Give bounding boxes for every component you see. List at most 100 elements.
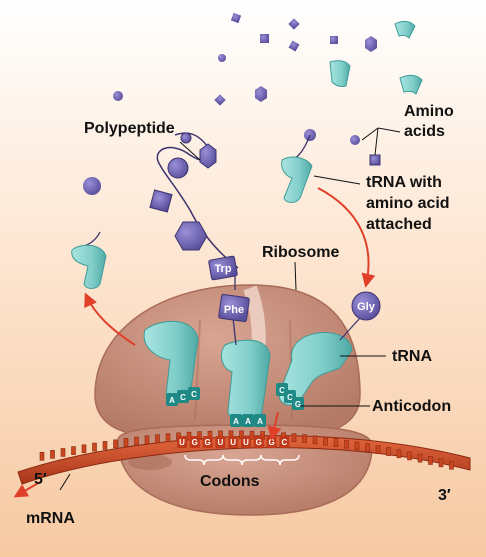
- amino-acid: [167, 157, 189, 179]
- leader-amino-acids-b: [374, 127, 379, 156]
- amino-acid: [330, 36, 338, 44]
- amino-acid: [255, 86, 267, 102]
- label-trna-attached-3: attached: [366, 216, 432, 233]
- codon-brace-3: [260, 454, 300, 466]
- mrna-base-stub: [291, 433, 297, 442]
- amino-acid-tag-phe: Phe: [218, 293, 250, 346]
- mrna-base-stub: [302, 434, 307, 443]
- anticodon-base: G: [295, 400, 301, 409]
- tag-label-phe: Phe: [224, 304, 244, 316]
- anticodon-base-box: [242, 414, 254, 427]
- leader-polypeptide: [179, 141, 201, 161]
- mrna-base-stub: [449, 460, 454, 470]
- polypeptide-chain: [149, 132, 239, 269]
- trna-incoming: [281, 134, 313, 203]
- codon-base-box: [253, 436, 264, 448]
- mrna-base-stub: [365, 443, 370, 452]
- anticodon-base: A: [245, 417, 251, 426]
- trna-departing: [71, 231, 107, 289]
- anticodon-base: C: [287, 393, 293, 402]
- codon-base: C: [282, 438, 288, 447]
- codon-base: G: [256, 438, 262, 447]
- mrna-base-stub: [102, 441, 108, 450]
- ribosome-bump: [128, 454, 172, 470]
- mrna-base-stub: [144, 435, 150, 445]
- amino-acid-tag-trp: Trp: [208, 255, 238, 290]
- mrna-base-stub: [134, 436, 139, 446]
- trna-small: [329, 60, 351, 87]
- free-trna-top: [329, 20, 423, 95]
- codon-base: U: [243, 438, 249, 447]
- label-amino-acids-1: Amino: [404, 103, 454, 120]
- label-trna: tRNA: [392, 348, 432, 365]
- anticodon-base: A: [257, 417, 263, 426]
- mrna-base-stub: [165, 433, 171, 442]
- codon-brace-2: [222, 454, 262, 466]
- anticodon-base: A: [233, 417, 239, 426]
- mrna-base-stub: [92, 442, 97, 452]
- trna-departing-body: [71, 244, 107, 289]
- mrna-base-stub: [155, 434, 160, 443]
- label-five-prime: 5′: [34, 471, 47, 488]
- trna-small: [394, 20, 416, 39]
- amino-acid: [365, 36, 377, 52]
- mrna-base-stub: [344, 439, 349, 449]
- mrna-base-stub: [123, 438, 129, 447]
- tag-label-gly: Gly: [357, 301, 376, 313]
- leader-amino-acids: [377, 127, 401, 133]
- leader-ribosome: [294, 261, 297, 291]
- anticodon-base-box: [177, 390, 189, 403]
- mrna-base-stub: [60, 448, 66, 457]
- mrna-base-stub: [438, 458, 444, 468]
- arrow-mrna-direction: [13, 481, 41, 498]
- amino-acid: [83, 177, 101, 195]
- anticodon-base-box: [188, 387, 200, 400]
- anticodon-base-box: [230, 414, 242, 427]
- label-ribosome: Ribosome: [262, 244, 339, 261]
- mrna-base-stub: [386, 447, 391, 456]
- label-polypeptide: Polypeptide: [84, 120, 175, 137]
- mrna-base-stub: [81, 444, 87, 454]
- label-trna-attached-2: amino acid: [366, 195, 450, 212]
- amino-acid: [230, 12, 242, 24]
- amino-acid: [260, 34, 269, 43]
- codon-base-box: [215, 436, 226, 448]
- arrow-trna-departing: [84, 292, 136, 346]
- codon-base-box: [279, 436, 290, 448]
- anticodon-base-box: [292, 397, 304, 410]
- mrna-base-stub: [428, 456, 433, 465]
- mrna-base-stub: [333, 438, 339, 447]
- codon-base: G: [268, 438, 274, 447]
- codon-base-box: [189, 436, 200, 448]
- mrna-base-stub: [375, 445, 381, 454]
- label-amino-acids-2: acids: [404, 123, 445, 140]
- anticodon-base-box: [166, 393, 178, 406]
- mrna-base-stub: [354, 441, 360, 451]
- amino-acid: [113, 91, 123, 101]
- mrna-base-stub: [71, 446, 76, 455]
- leader-trna-attached: [313, 175, 361, 185]
- arrow-anticodon-pairing: [267, 411, 282, 441]
- ribosome-groove: [194, 319, 201, 421]
- anticodon-base: C: [191, 390, 197, 399]
- amino-acid-tag-gly: Gly: [339, 291, 381, 341]
- tag-shape: [218, 293, 250, 323]
- trna-incoming-body: [281, 156, 313, 203]
- tag-link: [232, 317, 237, 346]
- codon-base: G: [192, 438, 198, 447]
- amino-acid: [369, 154, 381, 166]
- codon-brace-1: [184, 454, 224, 466]
- anticodon-base-box: [254, 414, 266, 427]
- amino-acid: [174, 221, 208, 251]
- mrna-base-stub: [50, 450, 55, 459]
- codon-base-box: [241, 436, 251, 448]
- amino-acid: [149, 189, 173, 213]
- amino-acid: [350, 135, 360, 145]
- anticodon-base: A: [169, 396, 175, 405]
- leader-lines: [59, 127, 401, 491]
